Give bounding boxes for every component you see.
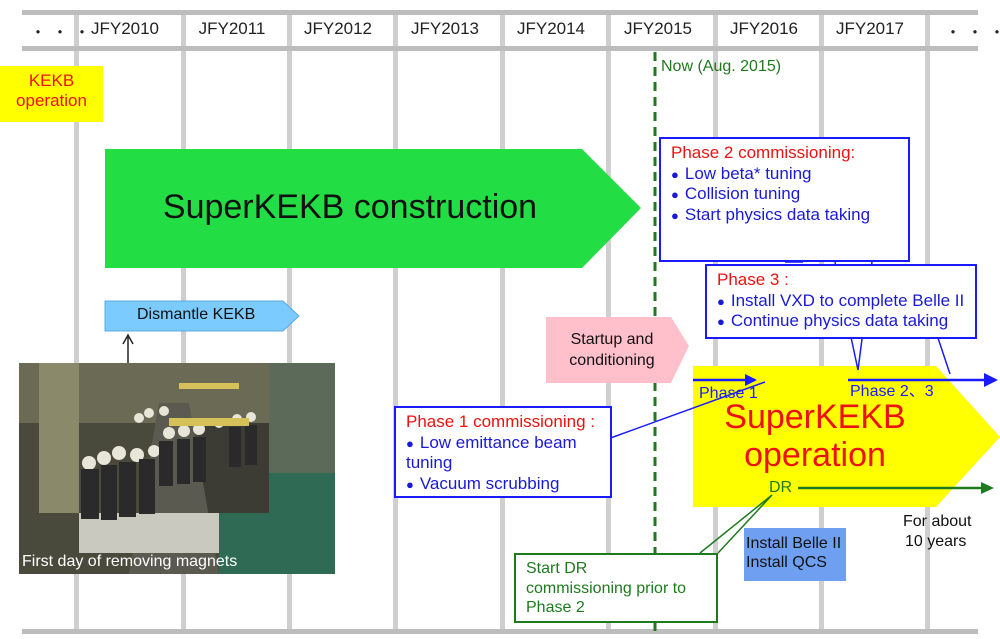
year-label: JFY2015: [623, 19, 693, 38]
startup-line1: Startup and: [570, 331, 654, 348]
dismantle-label: Dismantle KEKB: [137, 306, 256, 323]
construction-arrow: [105, 149, 641, 268]
dr-label: DR: [769, 479, 793, 496]
year-label: JFY2017: [835, 19, 905, 38]
phase1-title: Phase 1 commissioning :: [406, 412, 595, 431]
year-label: JFY2013: [410, 19, 480, 38]
tunnel-illustration: [19, 363, 335, 574]
phase3-item-text: Install VXD to complete Belle II: [730, 290, 965, 310]
phase2-item-text: Start physics data taking: [684, 205, 871, 225]
dr-callout: Start DR commissioning prior to Phase 2: [514, 553, 718, 623]
phase1-item: ●Vacuum scrubbing: [406, 474, 560, 494]
phase2-item-text: Low beta* tuning: [684, 163, 812, 183]
phase1-label: Phase 1: [699, 385, 758, 402]
operation-line2: operation: [744, 436, 886, 475]
phase1-item-text: Vacuum scrubbing: [419, 474, 560, 494]
duration-line1: For about: [903, 513, 972, 530]
operation-arrow: [693, 366, 1000, 507]
now-label: Now (Aug. 2015): [661, 58, 782, 75]
dr-callout-line: Start DR: [526, 560, 588, 577]
header-ellipsis-right: ・・・: [945, 25, 1000, 42]
year-label: JFY2012: [303, 19, 373, 38]
phase3-item: ●Install VXD to complete Belle II: [717, 290, 965, 310]
phase23-label: Phase 2、3: [850, 383, 934, 400]
phase2-item: ●Low beta* tuning: [671, 163, 812, 183]
install-belle-box: Install Belle II Install QCS: [744, 528, 846, 581]
startup-line2: conditioning: [569, 351, 655, 369]
phase3-item: ●Continue physics data taking: [717, 311, 949, 331]
dr-arrow-head: [981, 482, 994, 494]
header-rules: [22, 10, 978, 634]
duration-line2: 10 years: [905, 533, 967, 550]
phase3-item-text: Continue physics data taking: [730, 311, 949, 331]
dr-connector: [699, 494, 773, 554]
phase1-arrow-head: [745, 374, 757, 386]
kekb-line1: KEKB: [28, 71, 75, 90]
startup-arrow: [546, 317, 689, 383]
kekb-operation-box: KEKB operation: [0, 66, 103, 122]
year-label: JFY2011: [198, 19, 266, 38]
phase1-item: ●Low emittance beam: [406, 432, 577, 452]
year-label: JFY2014: [516, 19, 586, 38]
install-line2: Install QCS: [746, 554, 827, 572]
operation-line1: SuperKEKB: [724, 398, 906, 436]
phase2-item: ●Start physics data taking: [671, 205, 871, 225]
install-line1: Install Belle II: [746, 535, 842, 552]
year-label: JFY2016: [729, 19, 799, 38]
magnet-removal-photo: [19, 363, 335, 574]
phase3-title: Phase 3 :: [717, 270, 789, 289]
dismantle-arrow: [104, 300, 300, 332]
phase2-item-text: Collision tuning: [684, 184, 801, 204]
year-label: JFY2010: [90, 19, 160, 38]
dr-callout-line: Phase 2: [526, 599, 585, 617]
phase1-item-text: Low emittance beam: [419, 432, 577, 452]
phase23-arrow-head: [984, 373, 998, 387]
kekb-line2: operation: [16, 91, 87, 111]
duration-label: For about 10 years: [903, 512, 971, 552]
operation-label: SuperKEKB operation: [700, 398, 930, 474]
phase1-item-continued: tuning: [406, 453, 453, 473]
phase3-callout: Phase 3 : ●Install VXD to complete Belle…: [705, 264, 977, 339]
photo-caption: First day of removing magnets: [22, 553, 238, 570]
phase2-title: Phase 2 commissioning:: [671, 143, 856, 162]
phase2-item: ●Collision tuning: [671, 184, 801, 204]
phase2-callout: Phase 2 commissioning: ●Low beta* tuning…: [659, 137, 910, 262]
header-ellipsis-left: ・・・: [30, 25, 97, 42]
phase1-callout: Phase 1 commissioning : ●Low emittance b…: [394, 406, 612, 498]
construction-label: SuperKEKB construction: [162, 188, 538, 226]
startup-label: Startup and conditioning: [552, 330, 672, 372]
dismantle-pointer-head: [122, 333, 134, 345]
dr-callout-line: commissioning prior to: [526, 579, 687, 597]
